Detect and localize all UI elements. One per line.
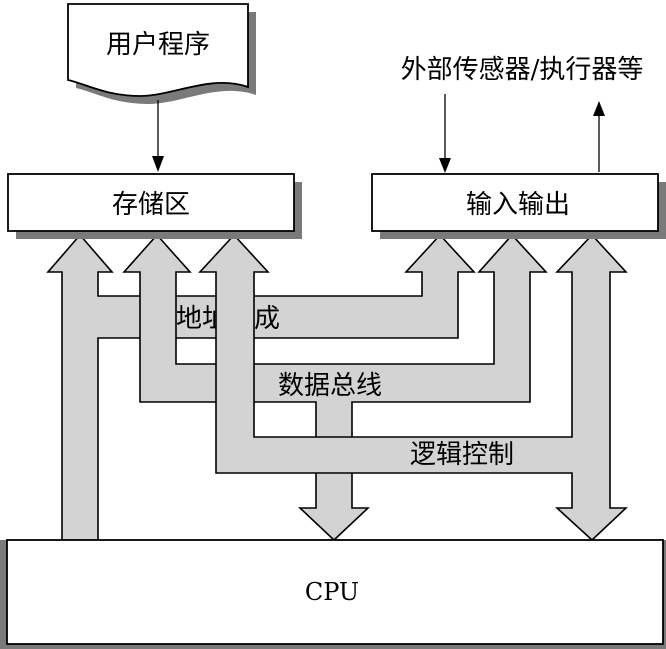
data-bus: 数据总线 (122, 233, 548, 542)
storage-node: 存储区 (7, 173, 302, 239)
sensor-input-arrow (439, 94, 451, 173)
io-label: 输入输出 (466, 190, 570, 220)
data-bus-label: 数据总线 (278, 371, 382, 401)
control-bus: 逻辑控制 (198, 233, 629, 542)
control-bus-label: 逻辑控制 (410, 440, 514, 470)
actuator-output-arrow (593, 101, 605, 172)
control-bus-shape (198, 233, 629, 542)
program-to-storage-arrow (152, 100, 164, 172)
storage-label: 存储区 (112, 190, 190, 220)
cpu-node: CPU (0, 539, 666, 649)
cpu-label: CPU (305, 578, 359, 606)
external-devices-label: 外部传感器/执行器等 (401, 55, 644, 85)
io-node: 输入输出 (371, 173, 666, 239)
user-program-node: 用户程序 (67, 3, 256, 104)
data-bus-shape (122, 233, 548, 542)
user-program-label: 用户程序 (106, 30, 210, 60)
